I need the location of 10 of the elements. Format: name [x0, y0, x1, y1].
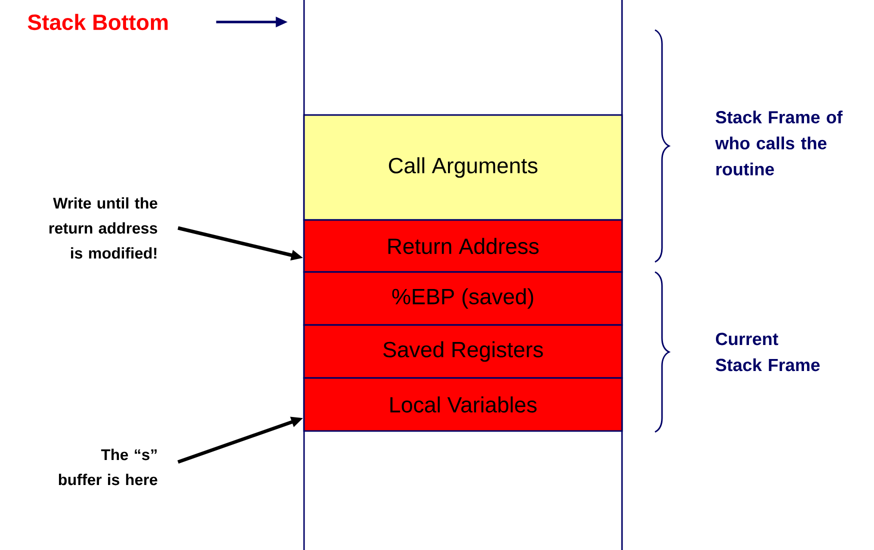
stack-slot: Local Variables [303, 377, 623, 432]
stack-slot: %EBP (saved) [303, 271, 623, 326]
stack-slot: Saved Registers [303, 324, 623, 379]
annotation-text: The “s” buffer is here [58, 448, 158, 486]
frame-label: Stack Frame of who calls the routine [715, 110, 843, 176]
stack-slot: Call Arguments [303, 114, 623, 221]
annotation-text: Write until the return address is modified! [49, 197, 158, 259]
stack-label: Stack Bottom [28, 14, 168, 30]
frame-label: Current Stack Frame [716, 332, 820, 372]
stack-slot: Return Address [303, 219, 623, 273]
